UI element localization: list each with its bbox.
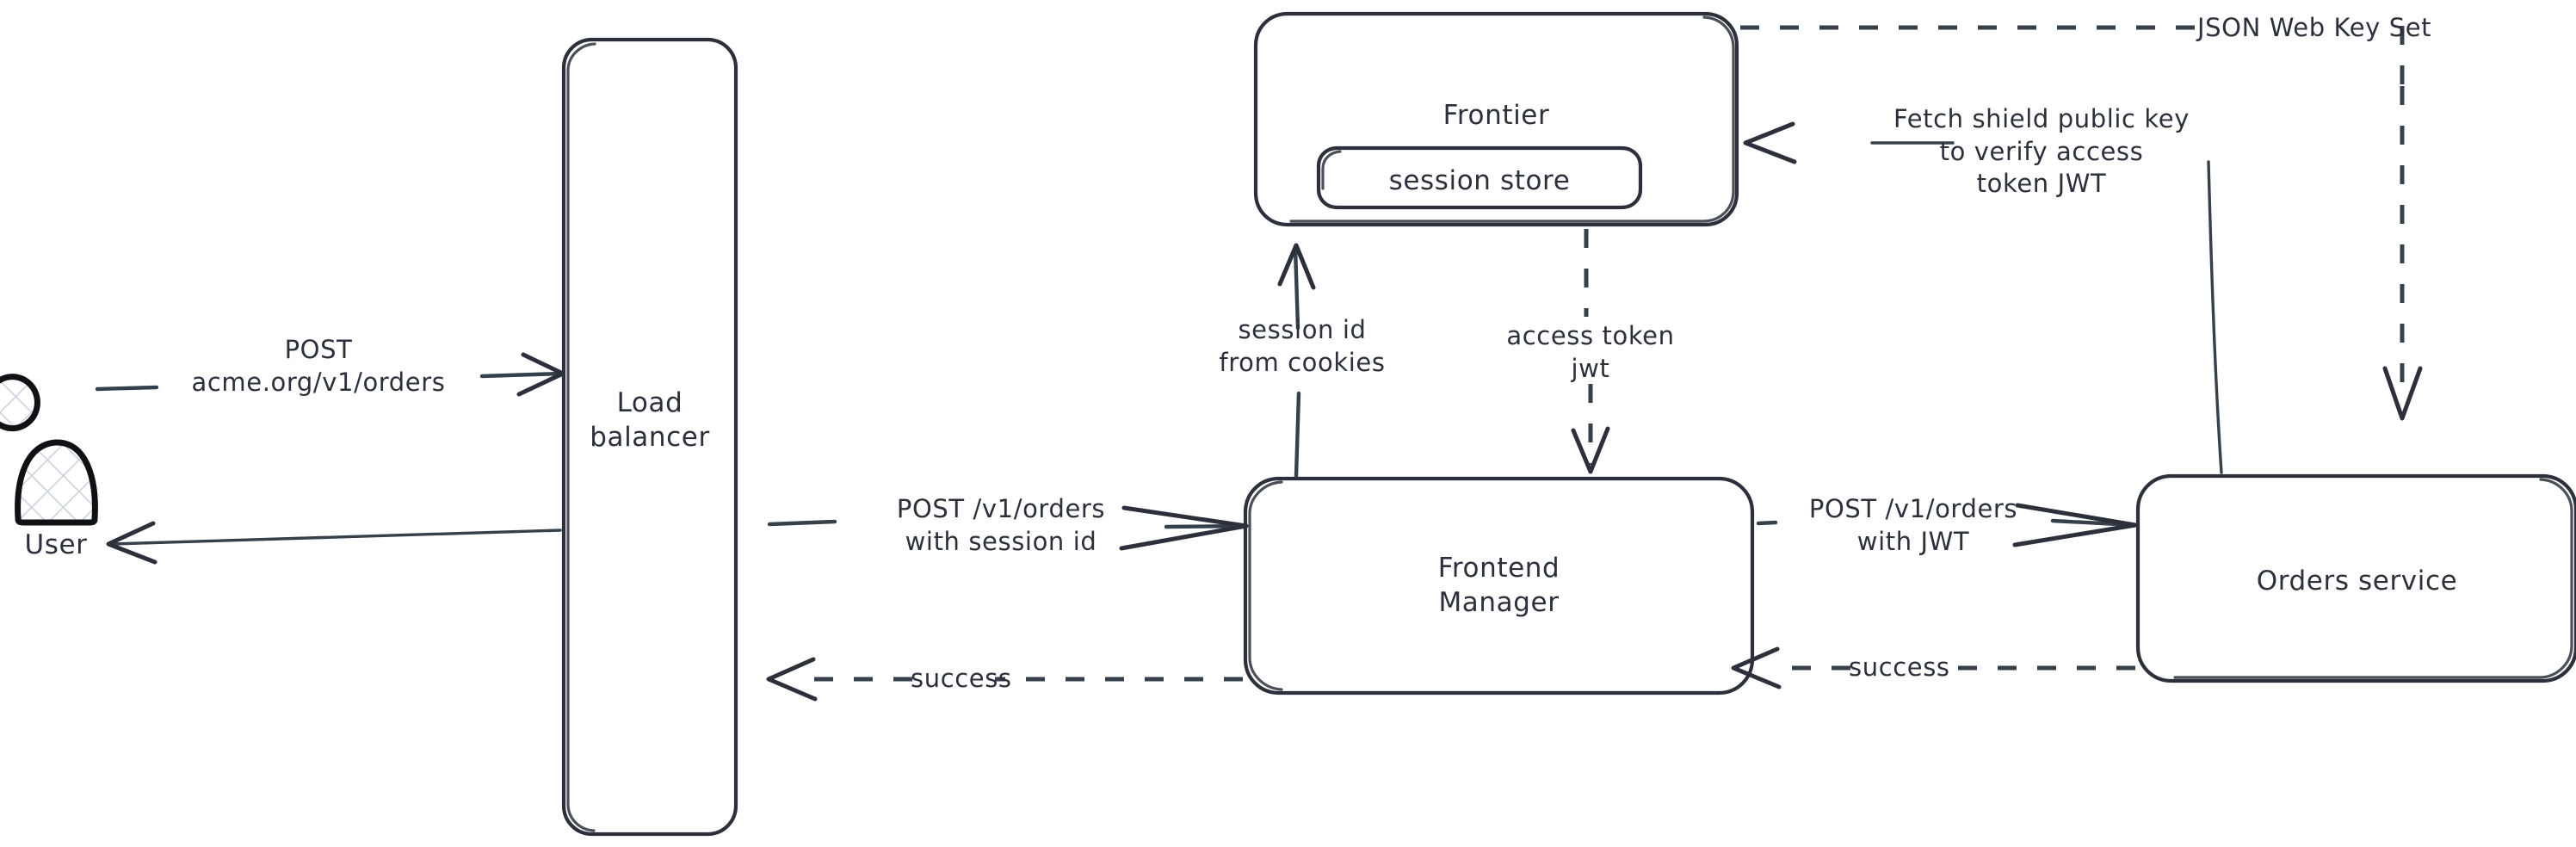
- session-store-label: session store: [1388, 165, 1571, 196]
- edge-label-frontend-manager-to-orders-service: POST /v1/orders with JWT: [1808, 494, 2018, 556]
- edge-frontend-manager-to-load-balancer-success: [766, 657, 1243, 702]
- frontend-manager-shape[interactable]: [1243, 476, 1755, 696]
- load-balancer-shape[interactable]: [561, 37, 738, 837]
- user-label: User: [24, 529, 88, 560]
- edge-frontend-manager-to-orders-service: [1756, 503, 2138, 547]
- edge-label-json-web-key-set: JSON Web Key Set: [2197, 13, 2432, 42]
- edge-label-access-token-jwt: access token jwt: [1506, 321, 1675, 383]
- edge-load-balancer-to-user: [106, 521, 562, 565]
- edge-user-to-load-balancer: [95, 352, 565, 397]
- frontend-manager-label: Frontend Manager: [1437, 553, 1560, 619]
- load-balancer-label: Load balancer: [590, 387, 710, 454]
- edge-label-user-to-load-balancer: POST acme.org/v1/orders: [191, 335, 446, 397]
- user-person-icon: [0, 374, 98, 526]
- edge-frontier-to-orders-service-jwks: [1740, 25, 2423, 421]
- session-store-shape[interactable]: [1316, 145, 1643, 210]
- orders-service-label: Orders service: [2256, 566, 2458, 597]
- orders-service-shape[interactable]: [2135, 473, 2576, 683]
- edge-orders-service-to-frontier: [1743, 121, 2223, 474]
- edge-label-frontend-manager-success: success: [911, 664, 1012, 693]
- edge-orders-service-to-frontend-manager-success: [1731, 646, 2135, 689]
- edge-load-balancer-to-frontend-manager: [767, 505, 1249, 551]
- edge-frontend-manager-to-frontier: [1277, 243, 1316, 479]
- frontier-label: Frontier: [1442, 100, 1550, 131]
- edge-frontier-to-frontend-manager: [1571, 229, 1610, 474]
- edge-label-orders-service-success: success: [1849, 652, 1950, 682]
- edge-label-session-id-from-cookies: session id from cookies: [1219, 315, 1386, 377]
- edge-label-load-balancer-to-frontend-manager: POST /v1/orders with session id: [896, 494, 1106, 556]
- edge-label-fetch-shield-public-key: Fetch shield public key to verify access…: [1893, 104, 2190, 199]
